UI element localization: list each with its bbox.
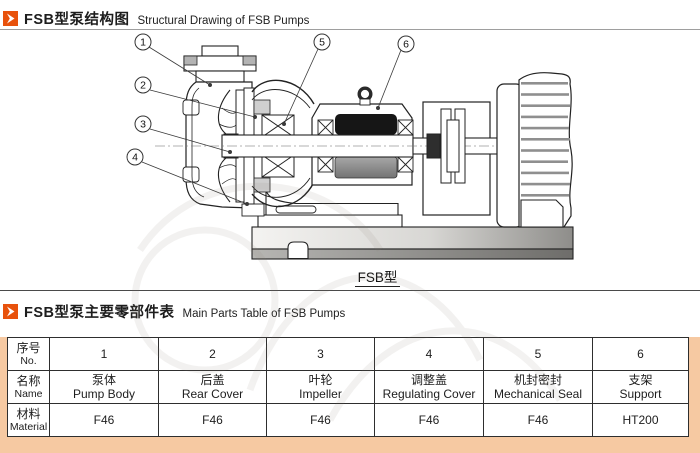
cell-material-4: F46 — [374, 403, 484, 437]
section1-subtitle: Structural Drawing of FSB Pumps — [137, 15, 310, 27]
callout-6: 6 — [403, 39, 409, 51]
structural-drawing-area: 1 2 3 4 5 6 FSB型 — [0, 30, 700, 291]
drawing-caption: FSB型 — [55, 266, 700, 287]
section2-title: FSB型泵主要零部件表 — [24, 305, 175, 321]
callout-leaders — [141, 46, 402, 206]
cell-name-6: 支架 Support — [592, 370, 689, 404]
coupling — [426, 108, 466, 184]
rotor-block — [335, 114, 397, 135]
bearing-boxes — [317, 119, 414, 173]
table-row-name: 名称 Name 泵体 Pump Body 后盖 Rear Cover 叶轮 Im… — [7, 370, 689, 404]
cell-no-1: 1 — [49, 337, 159, 371]
cell-material-3: F46 — [266, 403, 375, 437]
row-header-material: 材料 Material — [7, 403, 50, 437]
cell-no-4: 4 — [374, 337, 484, 371]
cell-name-4: 调整盖 Regulating Cover — [374, 370, 484, 404]
callout-2: 2 — [140, 80, 146, 92]
cell-name-5: 机封密封 Mechanical Seal — [483, 370, 593, 404]
section2-subtitle: Main Parts Table of FSB Pumps — [182, 308, 346, 320]
cell-no-6: 6 — [592, 337, 689, 371]
cell-name-2: 后盖 Rear Cover — [158, 370, 267, 404]
pump-cross-section-drawing: 1 2 3 4 5 6 — [126, 33, 574, 260]
motor-fins — [521, 82, 570, 197]
section1-header: FSB型泵结构图 Structural Drawing of FSB Pumps — [0, 0, 700, 30]
callout-4: 4 — [132, 152, 138, 164]
cell-material-6: HT200 — [592, 403, 689, 437]
parts-table: 序号 No. 1 2 3 4 5 6 名称 Name 泵体 Pump Body … — [7, 337, 689, 437]
cell-no-2: 2 — [158, 337, 267, 371]
lifting-eye-icon — [357, 86, 373, 102]
cell-name-1: 泵体 Pump Body — [49, 370, 159, 404]
section-arrow-icon — [3, 11, 18, 26]
cell-no-5: 5 — [483, 337, 593, 371]
callout-3: 3 — [140, 119, 146, 131]
table-row-material: 材料 Material F46 F46 F46 F46 F46 HT200 — [7, 403, 689, 437]
section1-title: FSB型泵结构图 — [24, 12, 130, 28]
support-arch — [251, 79, 315, 208]
section2-header: FSB型泵主要零部件表 Main Parts Table of FSB Pump… — [0, 291, 700, 325]
cell-name-3: 叶轮 Impeller — [266, 370, 375, 404]
row-header-no: 序号 No. — [7, 337, 50, 371]
row-header-name: 名称 Name — [7, 370, 50, 404]
cell-material-2: F46 — [158, 403, 267, 437]
callout-1: 1 — [140, 37, 146, 49]
cell-material-1: F46 — [49, 403, 159, 437]
suction-flange — [183, 45, 257, 83]
callout-numbers: 1 2 3 4 5 6 — [132, 37, 409, 164]
section-arrow-icon — [3, 304, 18, 319]
callout-bubbles — [126, 33, 415, 166]
cell-material-5: F46 — [483, 403, 593, 437]
callout-5: 5 — [319, 37, 325, 49]
pump-base — [251, 214, 574, 260]
table-row-no: 序号 No. 1 2 3 4 5 6 — [7, 337, 689, 371]
cell-no-3: 3 — [266, 337, 375, 371]
motor — [496, 72, 573, 228]
parts-table-panel: 序号 No. 1 2 3 4 5 6 名称 Name 泵体 Pump Body … — [0, 337, 700, 453]
